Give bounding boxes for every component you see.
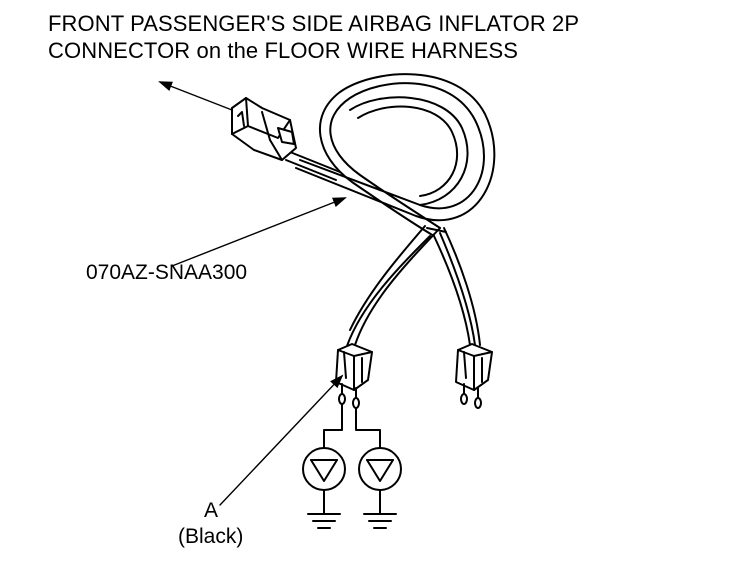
right-branch-cable [433, 227, 481, 346]
inflator-2p-connector [231, 97, 297, 161]
connector-direction-arrow [158, 81, 233, 111]
test-lamp-2-icon [358, 447, 402, 491]
title-line-2: CONNECTOR on the FLOOR WIRE HARNESS [48, 38, 519, 63]
callout-note-label: (Black) [178, 525, 244, 548]
title-line-1: FRONT PASSENGER'S SIDE AIRBAG INFLATOR 2… [48, 11, 580, 36]
part-number-label: 070AZ-SNAA300 [86, 261, 248, 284]
ground-1-icon [307, 513, 341, 529]
left-branch-cable [346, 225, 441, 347]
test-circuit [302, 403, 402, 529]
connector-a [335, 343, 373, 409]
connector-right [455, 343, 493, 409]
part-number-leader [171, 197, 347, 267]
ground-2-icon [363, 513, 397, 529]
callout-a-leader [219, 374, 344, 506]
harness-cable [285, 73, 496, 237]
callout-letter-label: A [204, 499, 219, 522]
harness-band [426, 227, 447, 233]
test-lamp-1-icon [302, 447, 346, 491]
